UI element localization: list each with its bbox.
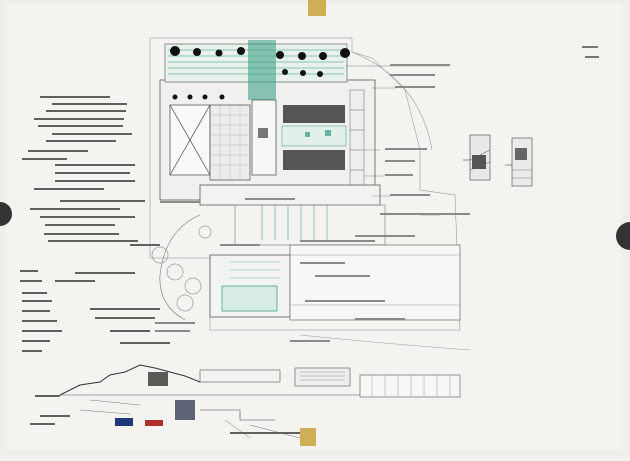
- section-elevation: [59, 364, 461, 439]
- scale-note-marks: [582, 46, 599, 58]
- bottom-handwriting: [30, 395, 300, 434]
- tree-symbols: [170, 46, 350, 100]
- site-plan: [149, 37, 471, 351]
- tape-top: [308, 0, 326, 16]
- left-handwritten-notes: [20, 96, 170, 352]
- left-clip: [0, 202, 12, 226]
- detail-sketches: [463, 134, 533, 187]
- tape-bottom: [300, 428, 316, 446]
- red-sketch-block: [145, 420, 163, 426]
- blue-sketch-block: [115, 418, 133, 426]
- right-clip: [616, 222, 630, 250]
- annotation-text-marks: [155, 64, 470, 342]
